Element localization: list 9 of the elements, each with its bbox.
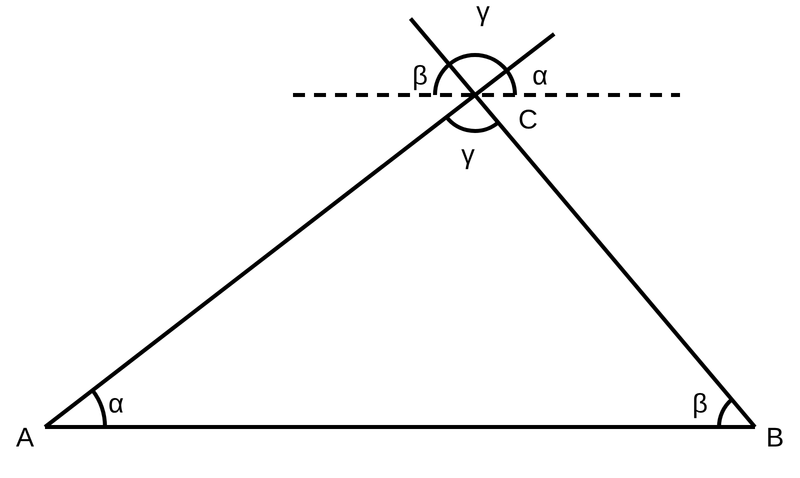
vertex-label: A [16, 424, 34, 452]
angle-label: β [692, 390, 708, 418]
angle-label: β [412, 62, 428, 90]
angle-label: γ [461, 142, 475, 168]
angle-label: α [108, 390, 124, 418]
angle-label: α [532, 62, 548, 90]
vertex-label: B [766, 424, 784, 452]
vertex-label: C [518, 106, 538, 134]
angle-label: γ [476, 0, 490, 26]
